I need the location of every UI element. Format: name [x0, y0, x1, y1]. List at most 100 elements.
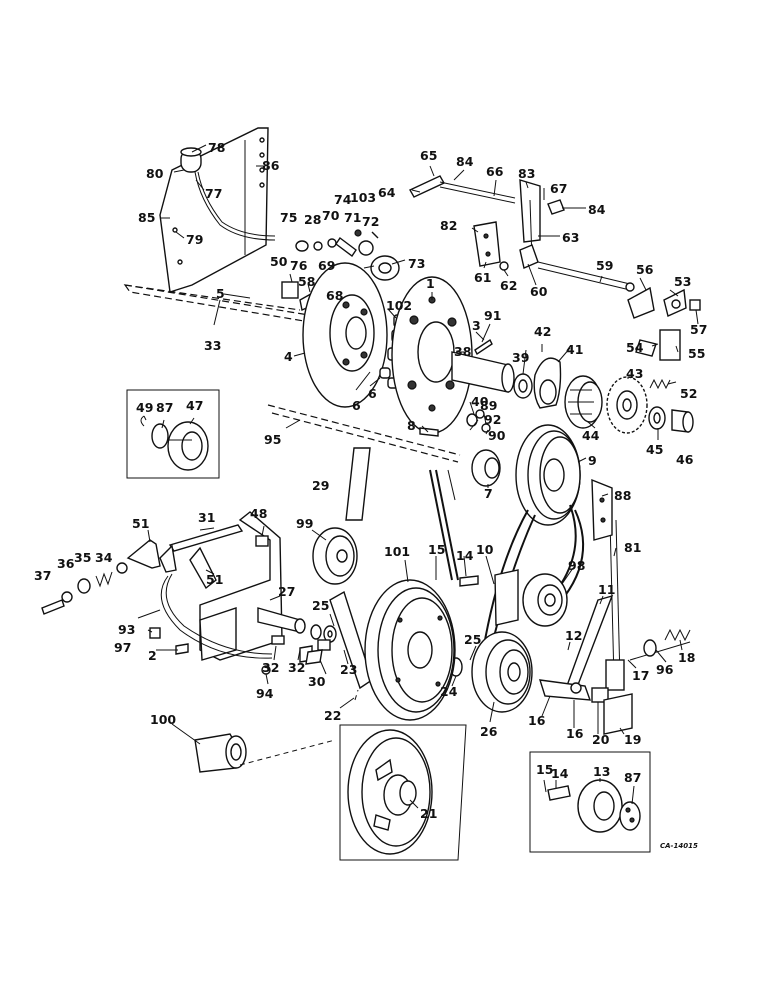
callout-92: 92	[484, 412, 501, 427]
callout-61: 61	[474, 270, 491, 285]
callout-96: 96	[656, 662, 674, 677]
callout-45: 45	[646, 442, 663, 457]
callout-76: 76	[290, 258, 308, 273]
callout-30: 30	[308, 674, 326, 689]
callout-97: 97	[114, 640, 131, 655]
callout-52: 52	[680, 386, 697, 401]
callout-46: 46	[676, 452, 694, 467]
callout-23: 23	[340, 662, 357, 677]
callout-27: 27	[278, 584, 295, 599]
callout-29: 29	[312, 478, 329, 493]
callout-78: 78	[208, 140, 225, 155]
callout-38: 38	[454, 344, 471, 359]
callout-17: 17	[632, 668, 649, 683]
diagram-code: CA-14015	[660, 842, 698, 850]
callout-11: 11	[598, 582, 615, 597]
callout-88: 88	[614, 488, 631, 503]
callout-9: 9	[588, 453, 597, 468]
callout-66: 66	[486, 164, 504, 179]
callout-19: 19	[624, 732, 641, 747]
callout-2: 2	[148, 648, 157, 663]
callout-47: 47	[186, 398, 203, 413]
callout-22: 22	[324, 708, 341, 723]
callout-14b: 14	[551, 766, 569, 781]
callout-81: 81	[624, 540, 641, 555]
callout-75: 75	[280, 210, 297, 225]
callout-80: 80	[146, 166, 164, 181]
callout-39: 39	[512, 350, 529, 365]
callout-82: 82	[440, 218, 457, 233]
callout-25a: 25	[312, 598, 329, 613]
callout-64: 64	[378, 185, 396, 200]
callout-5: 5	[216, 286, 225, 301]
callout-13: 13	[593, 764, 610, 779]
callout-85: 85	[138, 210, 155, 225]
callout-60: 60	[530, 284, 548, 299]
callout-6b: 6	[368, 386, 377, 401]
callout-77: 77	[205, 186, 222, 201]
callout-36: 36	[57, 556, 75, 571]
callout-103: 103	[350, 190, 376, 205]
callout-51b: 51	[206, 572, 223, 587]
callout-14a: 14	[456, 548, 474, 563]
callout-70: 70	[322, 208, 340, 223]
callout-51a: 51	[132, 516, 149, 531]
callout-89: 89	[480, 398, 497, 413]
callout-1: 1	[426, 276, 435, 291]
callout-69: 69	[318, 258, 335, 273]
callout-15a: 15	[428, 542, 445, 557]
callout-100: 100	[150, 712, 176, 727]
callout-31: 31	[198, 510, 215, 525]
callout-84b: 84	[588, 202, 606, 217]
callout-99: 99	[296, 516, 313, 531]
leader-lines	[137, 144, 699, 809]
callout-72: 72	[362, 214, 379, 229]
callout-54: 54	[626, 340, 644, 355]
callout-68: 68	[326, 288, 343, 303]
callout-57: 57	[690, 322, 707, 337]
callout-87a: 87	[156, 400, 173, 415]
callout-65: 65	[420, 148, 437, 163]
callout-33: 33	[204, 338, 221, 353]
callout-18: 18	[678, 650, 695, 665]
callout-83: 83	[518, 166, 535, 181]
callout-84a: 84	[456, 154, 474, 169]
callout-62: 62	[500, 278, 517, 293]
callout-26: 26	[480, 724, 498, 739]
callout-50: 50	[270, 254, 288, 269]
callout-56: 56	[636, 262, 654, 277]
callout-87b: 87	[624, 770, 641, 785]
callout-43: 43	[626, 366, 643, 381]
callout-3: 3	[472, 318, 481, 333]
callout-41: 41	[566, 342, 583, 357]
callout-28: 28	[304, 212, 321, 227]
parts-drawing	[41, 127, 701, 861]
callout-90: 90	[488, 428, 506, 443]
callout-58: 58	[298, 274, 315, 289]
callout-6a: 6	[352, 398, 361, 413]
callout-10: 10	[476, 542, 494, 557]
callout-55: 55	[688, 346, 705, 361]
callout-95: 95	[264, 432, 281, 447]
callout-98: 98	[568, 558, 585, 573]
callout-12: 12	[565, 628, 582, 643]
callout-53: 53	[674, 274, 691, 289]
callout-94: 94	[256, 686, 274, 701]
callout-15b: 15	[536, 762, 553, 777]
callout-32a: 32	[262, 660, 279, 675]
callout-37: 37	[34, 568, 51, 583]
callout-49: 49	[136, 400, 153, 415]
callout-34: 34	[95, 550, 113, 565]
callout-35: 35	[74, 550, 91, 565]
callout-91: 91	[484, 308, 501, 323]
callout-7: 7	[484, 486, 493, 501]
callout-86: 86	[262, 158, 280, 173]
callout-102: 102	[386, 298, 412, 313]
callout-24: 24	[440, 684, 458, 699]
callout-44: 44	[582, 428, 600, 443]
callout-8: 8	[407, 418, 416, 433]
callout-67: 67	[550, 181, 567, 196]
callout-71: 71	[344, 210, 361, 225]
callout-101: 101	[384, 544, 410, 559]
